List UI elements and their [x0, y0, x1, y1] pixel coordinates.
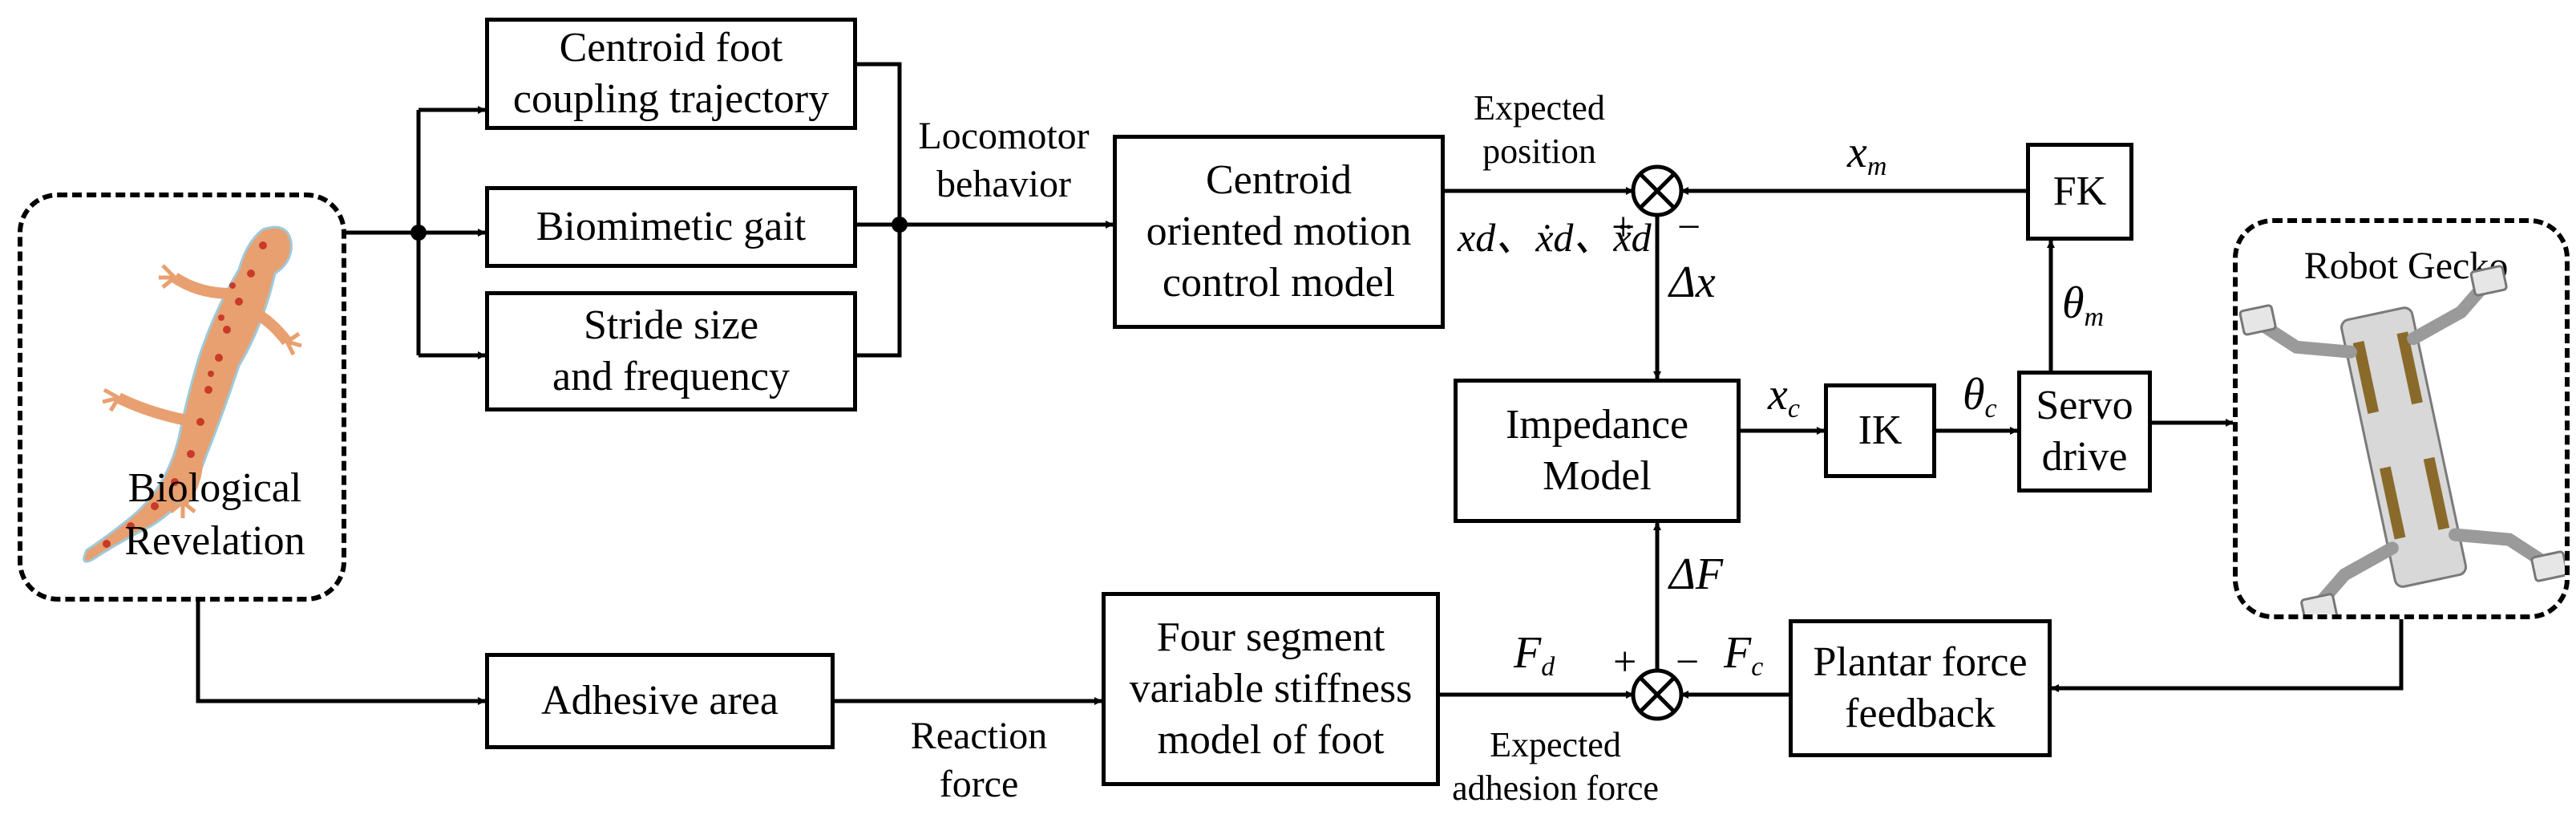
- junction-dot-right: [892, 217, 908, 233]
- theta-m-label: θm: [2062, 279, 2104, 342]
- stride-line-1: Stride size: [583, 302, 759, 348]
- centroid-foot-line-1: Centroid foot: [559, 25, 783, 71]
- fd-subscript: d: [1541, 652, 1555, 682]
- expected-adhesion-line-2: adhesion force: [1452, 768, 1659, 808]
- fd-label: Fd: [1514, 629, 1555, 691]
- theta-c-subscript: c: [1984, 394, 1997, 424]
- edge-bio-to-adhesive: [196, 602, 486, 705]
- servo-line-2: drive: [2041, 434, 2128, 480]
- servo-drive-box: Servo drive: [2017, 371, 2152, 493]
- xm-label: xm: [1847, 128, 1887, 191]
- impedance-line-2: Model: [1543, 453, 1652, 499]
- biological-revelation-group: Biological Revelation: [18, 193, 346, 602]
- sum-top-minus: −: [1677, 205, 1701, 250]
- foot-model-line-2: variable stiffness: [1129, 666, 1413, 711]
- sum-bottom-plus: +: [1613, 639, 1637, 685]
- edge-from-centroid-foot: [857, 62, 902, 358]
- motion-control-line-2: oriented motion: [1146, 209, 1412, 254]
- expected-adhesion-line-1: Expected: [1490, 725, 1621, 764]
- delta-f-label: ΔF: [1669, 550, 1723, 598]
- biological-line-2: Revelation: [124, 518, 305, 564]
- gecko-image: [83, 225, 302, 563]
- xc-symbol: x: [1768, 370, 1788, 420]
- plantar-line-2: feedback: [1845, 691, 1996, 736]
- theta-c-label: θc: [1963, 371, 1997, 433]
- biomimetic-gait-label: Biomimetic gait: [536, 204, 807, 249]
- reaction-force-line-2: force: [939, 763, 1019, 805]
- foot-model-line-1: Four segment: [1156, 614, 1385, 660]
- locomotor-behavior-label: Locomotor behavior: [908, 112, 1100, 209]
- sum-junction-bottom: [1631, 668, 1684, 721]
- centroid-foot-coupling-box: Centroid foot coupling trajectory: [485, 18, 857, 130]
- motion-control-line-1: Centroid: [1206, 157, 1352, 203]
- xc-label: xc: [1768, 371, 1800, 433]
- locomotor-line-2: behavior: [936, 163, 1071, 205]
- servo-line-1: Servo: [2036, 383, 2133, 428]
- theta-c-symbol: θ: [1963, 370, 1985, 420]
- sum-top-plus: +: [1612, 205, 1636, 250]
- expected-position-line-2: position: [1482, 132, 1596, 171]
- delta-x-label: Δx: [1669, 258, 1716, 306]
- junction-dot-left: [410, 225, 427, 241]
- fc-symbol: F: [1724, 628, 1752, 678]
- reaction-force-label: Reaction force: [887, 712, 1071, 809]
- biological-line-1: Biological: [127, 465, 302, 511]
- sum-bottom-minus: −: [1676, 639, 1700, 685]
- locomotor-line-1: Locomotor: [918, 115, 1090, 157]
- desired-trajectory-symbols: xd、ẋd、ẍd: [1458, 213, 1652, 261]
- robot-gecko-image: [2238, 265, 2565, 614]
- stride-size-box: Stride size and frequency: [485, 291, 857, 411]
- centroid-foot-line-2: coupling trajectory: [512, 76, 830, 122]
- foot-stiffness-model-box: Four segment variable stiffness model of…: [1102, 592, 1440, 786]
- sum-junction-top: [1631, 164, 1684, 217]
- edge-robot-to-plantar: [2051, 619, 2404, 692]
- adhesive-area-label: Adhesive area: [541, 678, 778, 724]
- biomimetic-gait-box: Biomimetic gait: [485, 186, 857, 268]
- delta-x-symbol: Δx: [1669, 257, 1716, 307]
- ik-box: IK: [1824, 383, 1936, 478]
- theta-m-symbol: θ: [2062, 278, 2085, 328]
- theta-m-subscript: m: [2084, 302, 2105, 332]
- stride-line-2: and frequency: [552, 354, 790, 399]
- fk-label: FK: [2052, 168, 2107, 214]
- delta-f-symbol: ΔF: [1669, 549, 1724, 599]
- expected-position-line-1: Expected: [1474, 88, 1605, 128]
- plantar-line-1: Plantar force: [1813, 639, 2028, 685]
- xm-symbol: x: [1847, 128, 1867, 177]
- fc-label: Fc: [1724, 629, 1763, 691]
- fd-symbol: F: [1514, 628, 1542, 678]
- fk-box: FK: [2026, 143, 2133, 241]
- ik-label: IK: [1858, 407, 1903, 453]
- plantar-force-feedback-box: Plantar force feedback: [1789, 619, 2052, 757]
- biological-revelation-label: Biological Revelation: [119, 462, 311, 568]
- xd-series-text: xd、ẋd、ẍd: [1458, 215, 1652, 260]
- motion-control-model-box: Centroid oriented motion control model: [1113, 135, 1445, 329]
- impedance-line-1: Impedance: [1505, 402, 1689, 448]
- foot-model-line-3: model of foot: [1157, 717, 1385, 763]
- robot-gecko-group: Robot Gecko: [2233, 218, 2570, 619]
- adhesive-area-block: Adhesive area: [485, 653, 835, 749]
- xc-subscript: c: [1787, 394, 1800, 424]
- reaction-force-line-1: Reaction: [910, 715, 1048, 757]
- expected-position-label: Expected position: [1451, 87, 1628, 173]
- motion-control-line-3: control model: [1162, 260, 1396, 306]
- expected-adhesion-label: Expected adhesion force: [1427, 724, 1684, 810]
- impedance-model-box: Impedance Model: [1454, 379, 1741, 523]
- xm-subscript: m: [1866, 152, 1887, 181]
- fc-subscript: c: [1751, 652, 1764, 682]
